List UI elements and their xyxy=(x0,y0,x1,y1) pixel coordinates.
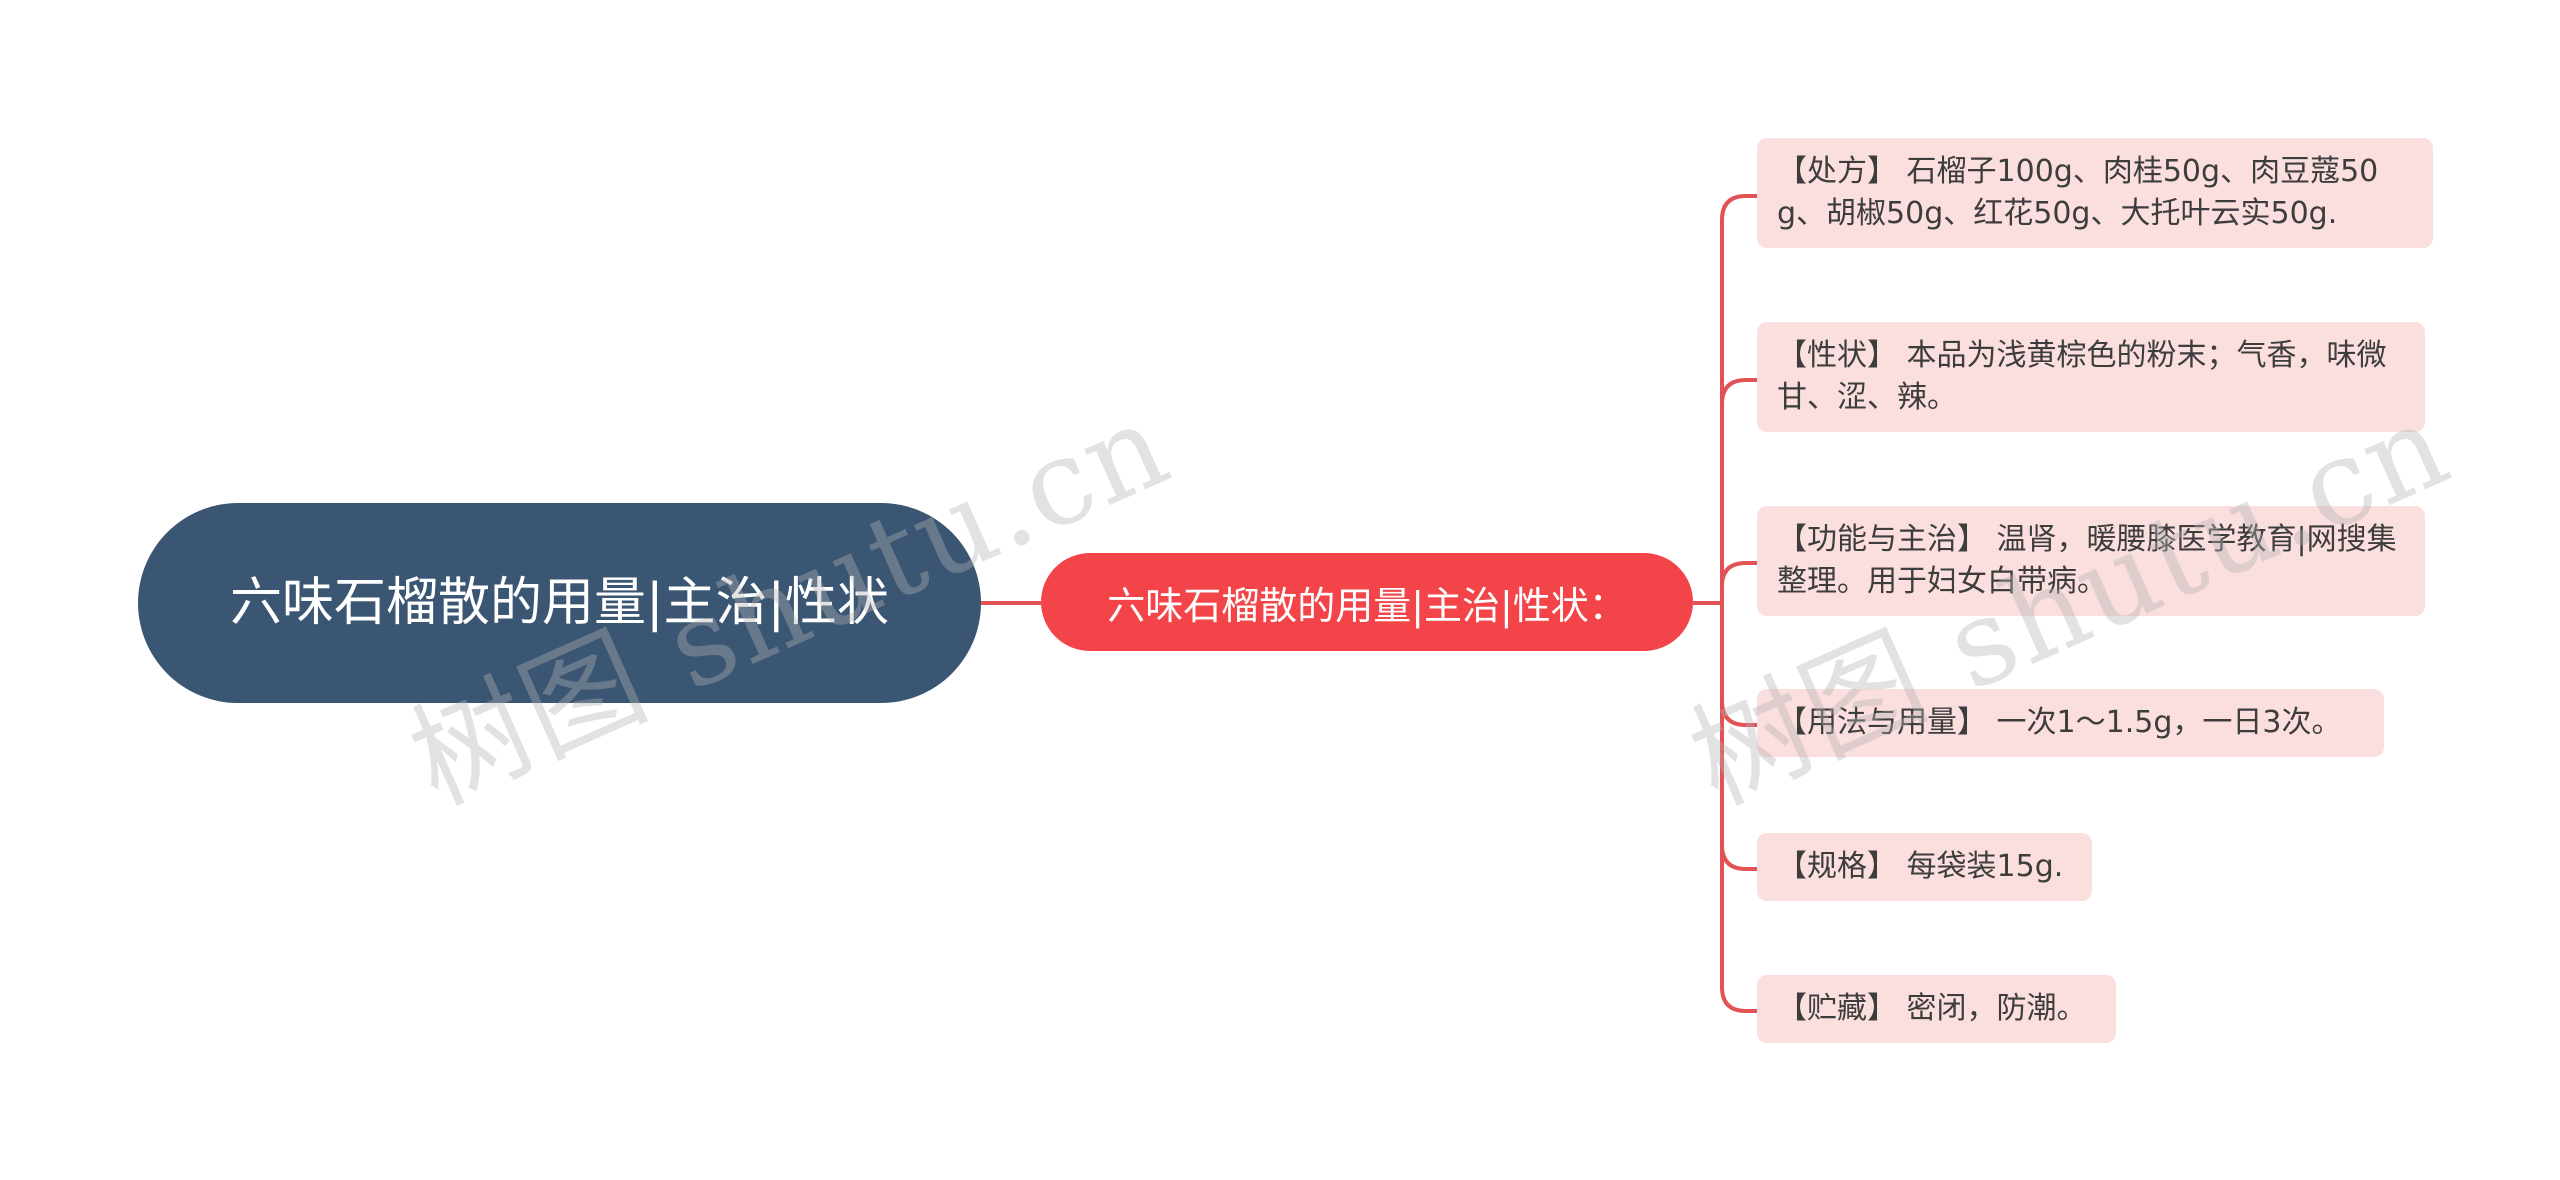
leaf-indications[interactable]: 【功能与主治】 温肾，暖腰膝医学教育|网搜集整理。用于妇女白带病。 xyxy=(1757,506,2425,616)
leaf-tag: 【处方】 xyxy=(1777,154,1897,189)
leaf-text: 密闭，防潮。 xyxy=(1906,991,2087,1026)
leaf-connector-6 xyxy=(1720,603,1757,1013)
leaf-connector-3 xyxy=(1720,561,1757,603)
leaf-storage[interactable]: 【贮藏】 密闭，防潮。 xyxy=(1757,975,2116,1043)
subtopic[interactable]: 六味石榴散的用量|主治|性状： xyxy=(1041,553,1693,651)
leaf-tag: 【贮藏】 xyxy=(1777,991,1897,1026)
subtopic-label: 六味石榴散的用量|主治|性状： xyxy=(1107,583,1627,628)
leaf-text: 每袋装15g. xyxy=(1906,849,2064,884)
leaf-tag: 【功能与主治】 xyxy=(1777,522,1987,557)
leaf-text: 石榴子100g、肉桂50g、肉豆蔻50g、胡椒50g、红花50g、大托叶云实50… xyxy=(1777,154,2379,231)
root-topic-label: 六味石榴散的用量|主治|性状 xyxy=(229,573,890,633)
leaf-connector-4 xyxy=(1720,603,1757,727)
leaf-tag: 【性状】 xyxy=(1777,338,1897,373)
leaf-connector-5 xyxy=(1720,603,1757,871)
leaf-properties[interactable]: 【性状】 本品为浅黄棕色的粉末；气香，味微甘、涩、辣。 xyxy=(1757,322,2425,432)
leaf-connector-1 xyxy=(1720,194,1757,603)
leaf-connector-2 xyxy=(1720,378,1757,603)
leaf-specification[interactable]: 【规格】 每袋装15g. xyxy=(1757,833,2092,901)
leaf-text: 本品为浅黄棕色的粉末；气香，味微甘、涩、辣。 xyxy=(1777,338,2387,415)
leaf-prescription[interactable]: 【处方】 石榴子100g、肉桂50g、肉豆蔻50g、胡椒50g、红花50g、大托… xyxy=(1757,138,2433,248)
root-topic[interactable]: 六味石榴散的用量|主治|性状 xyxy=(138,503,981,703)
leaf-dosage[interactable]: 【用法与用量】 一次1～1.5g，一日3次。 xyxy=(1757,689,2384,757)
leaf-tag: 【用法与用量】 xyxy=(1777,705,1987,740)
leaf-tag: 【规格】 xyxy=(1777,849,1897,884)
leaf-text: 温肾，暖腰膝医学教育|网搜集整理。用于妇女白带病。 xyxy=(1777,522,2397,599)
leaf-text: 一次1～1.5g，一日3次。 xyxy=(1996,705,2342,740)
